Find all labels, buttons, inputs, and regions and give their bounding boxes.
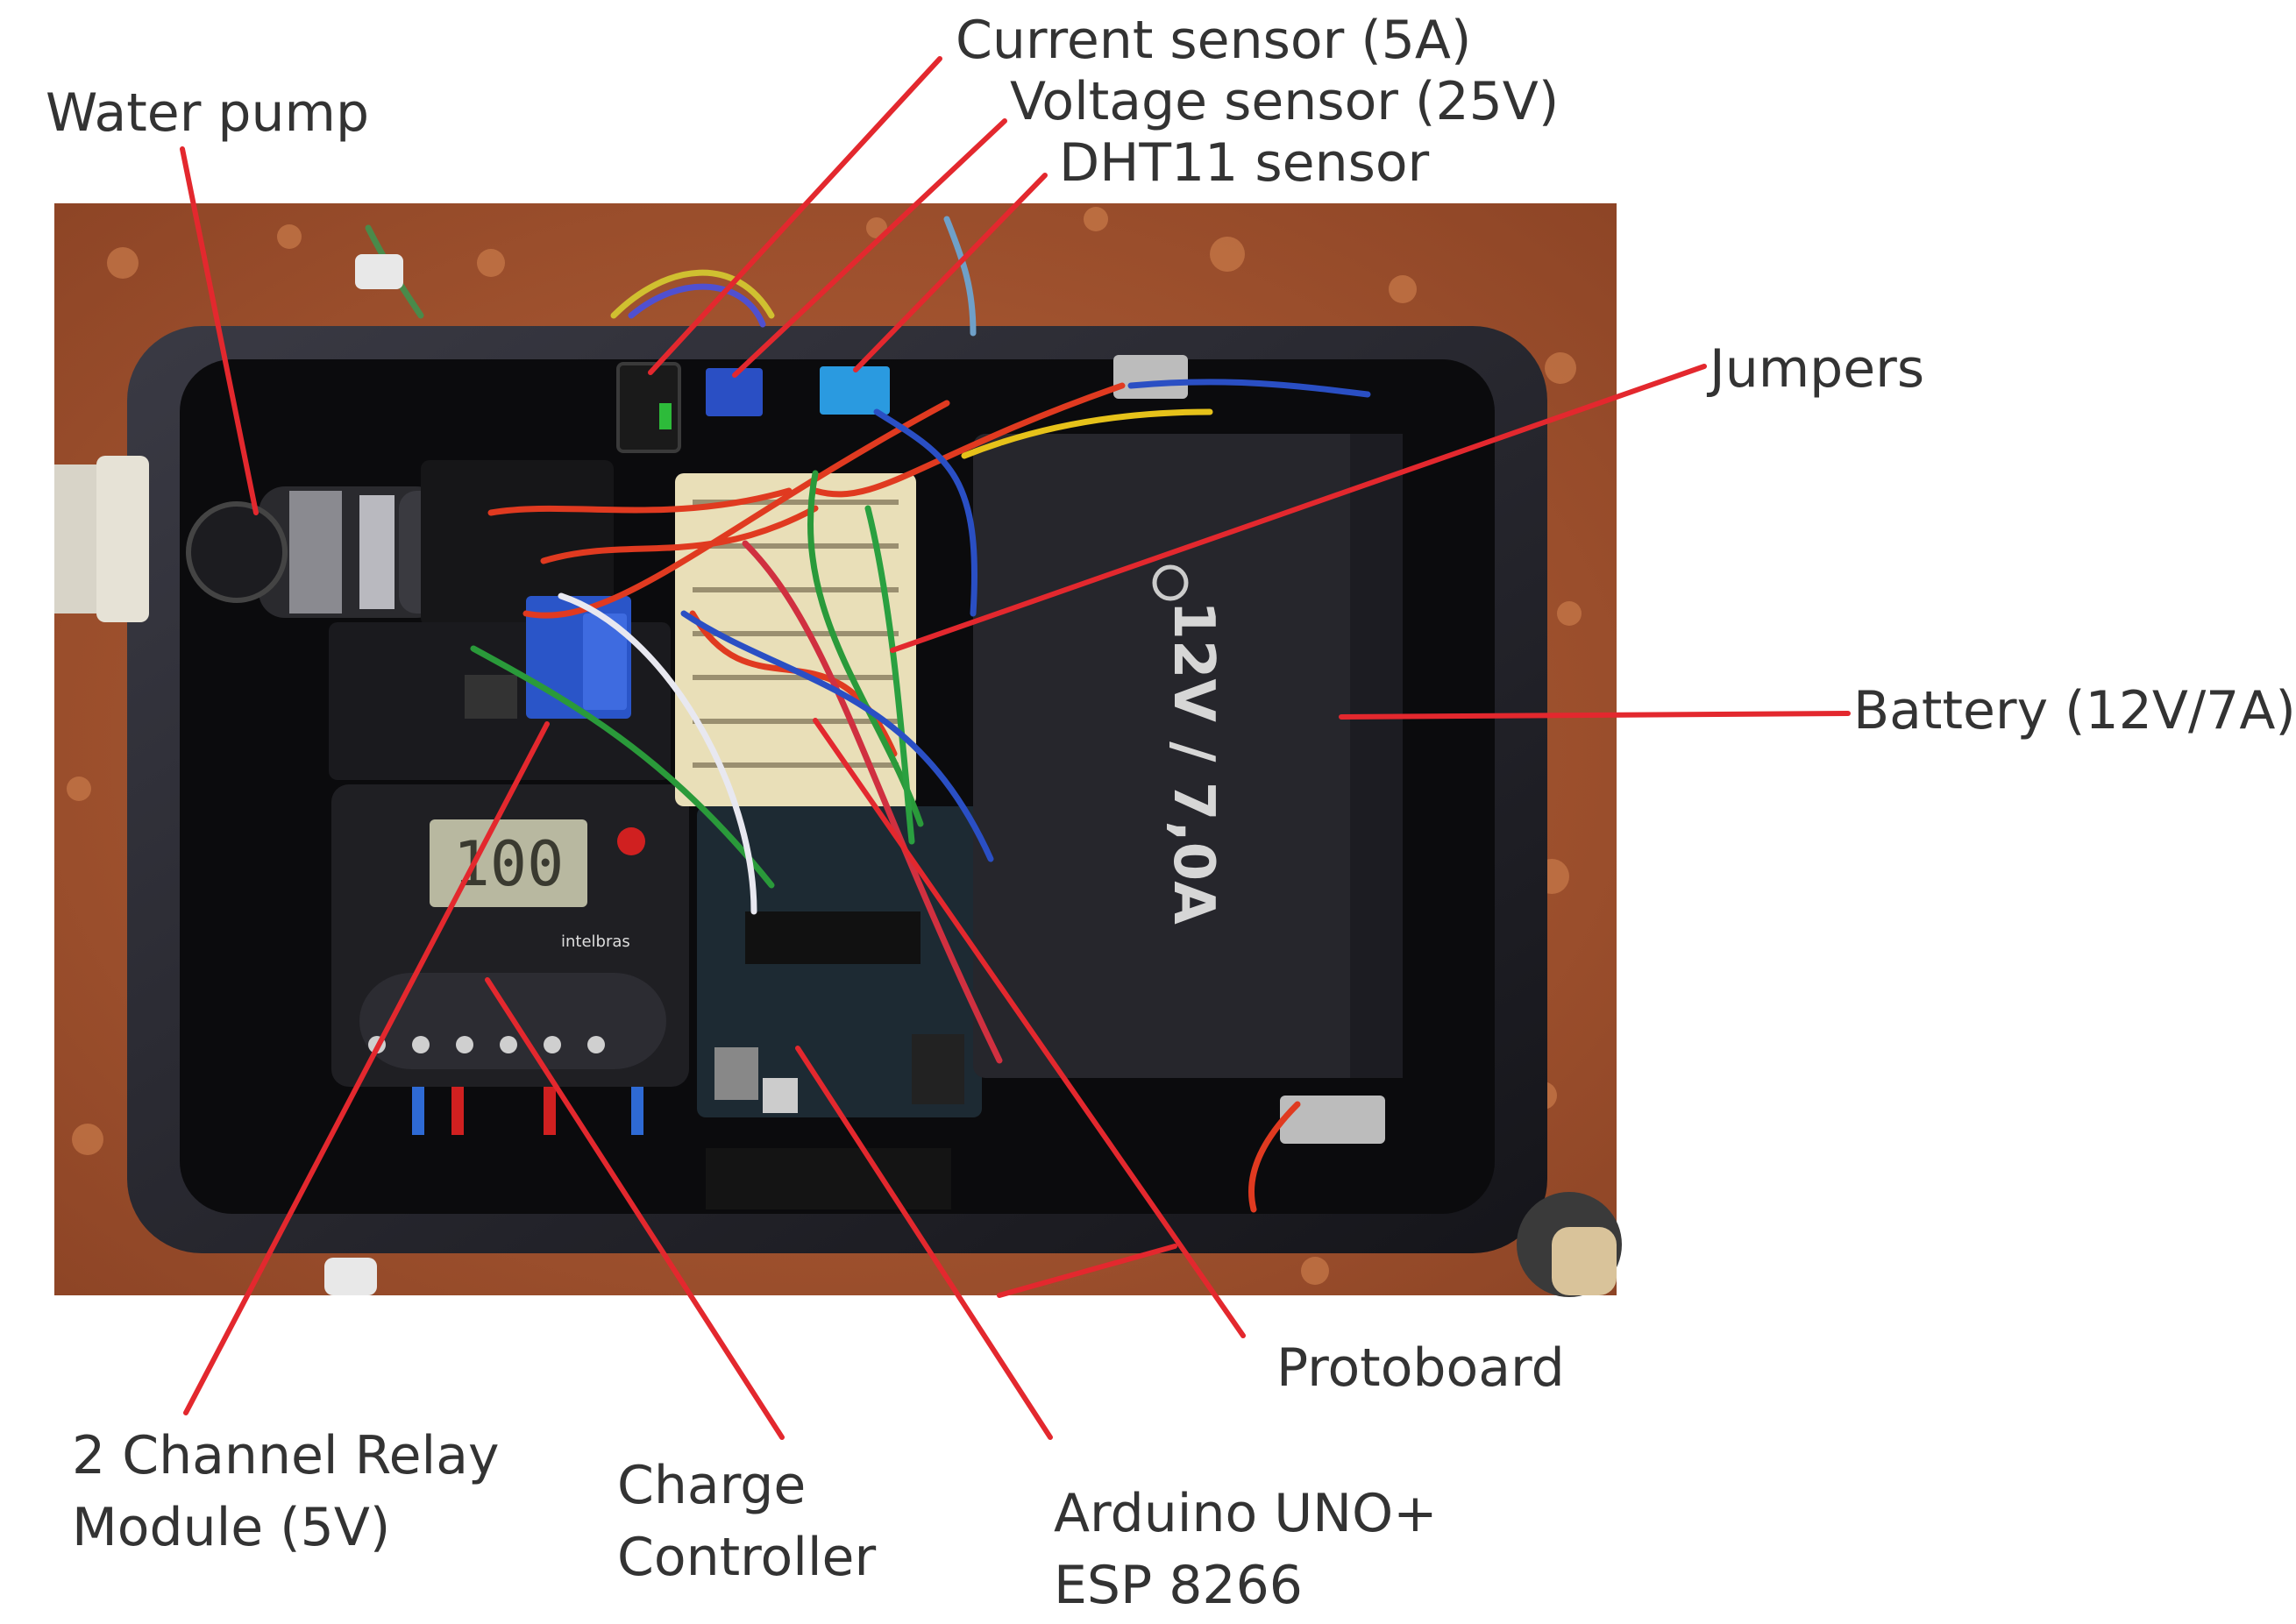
field-photo: 100 intelbras	[54, 203, 1622, 1297]
label-charge-controller: Charge Controller	[617, 1450, 876, 1593]
label-charge-line2: Controller	[617, 1527, 877, 1588]
pipe-fitting	[96, 456, 149, 622]
label-dht11-sensor: DHT11 sensor	[1059, 132, 1430, 194]
current-sensor-led	[659, 403, 672, 429]
controller-display-value: 100	[453, 828, 564, 900]
label-relay-line2: Module (5V)	[72, 1497, 391, 1558]
label-charge-line1: Charge	[617, 1455, 807, 1516]
label-battery: Battery (12V/7A)	[1853, 680, 2296, 741]
leader-lines	[180, 56, 1851, 1440]
dht11-sensor	[820, 366, 890, 415]
leader-dht11-sensor	[853, 173, 1048, 372]
leader-current-sensor	[648, 56, 942, 375]
leader-relay	[183, 721, 550, 1415]
water-pump	[186, 486, 451, 618]
leader-arduino	[795, 1046, 1053, 1440]
leader-protoboard	[813, 718, 1246, 1338]
battery-rating: 12V / 7,0A	[1161, 600, 1226, 925]
leader-water-pump	[180, 146, 259, 515]
voltage-sensor	[706, 368, 763, 416]
terminal-block-bottom	[1280, 1096, 1385, 1144]
label-jumpers: Jumpers	[1710, 338, 1925, 400]
controller-brand: intelbras	[561, 933, 630, 951]
label-arduino-line2: ESP 8266	[1054, 1555, 1303, 1616]
label-voltage-sensor: Voltage sensor (25V)	[1010, 71, 1560, 132]
relay-module	[329, 596, 671, 780]
leader-jumpers	[890, 364, 1707, 653]
terminal-block-top	[1113, 355, 1188, 399]
label-arduino-line1: Arduino UNO+	[1054, 1483, 1438, 1544]
bottom-cable	[324, 1258, 377, 1295]
leader-battery	[1339, 711, 1851, 720]
charge-controller: 100 intelbras	[331, 784, 689, 1135]
cable-connector	[355, 254, 403, 289]
leader-voltage-sensor	[732, 118, 1007, 378]
leader-bottom-wire	[997, 1244, 1177, 1298]
edge-object-tip	[1552, 1227, 1617, 1295]
label-current-sensor: Current sensor (5A)	[956, 10, 1472, 71]
battery: 12V / 7,0A	[973, 434, 1403, 1078]
wires	[365, 216, 1371, 1213]
label-protoboard: Protoboard	[1276, 1337, 1565, 1399]
label-water-pump: Water pump	[46, 82, 370, 144]
protoboard	[675, 473, 916, 806]
leader-charge-controller	[485, 977, 785, 1440]
label-relay-module: 2 Channel Relay Module (5V)	[72, 1420, 500, 1564]
label-arduino: Arduino UNO+ ESP 8266	[1054, 1478, 1438, 1621]
pump-housing	[421, 460, 614, 627]
label-relay-line1: 2 Channel Relay	[72, 1425, 500, 1486]
arduino-board	[697, 806, 982, 1209]
